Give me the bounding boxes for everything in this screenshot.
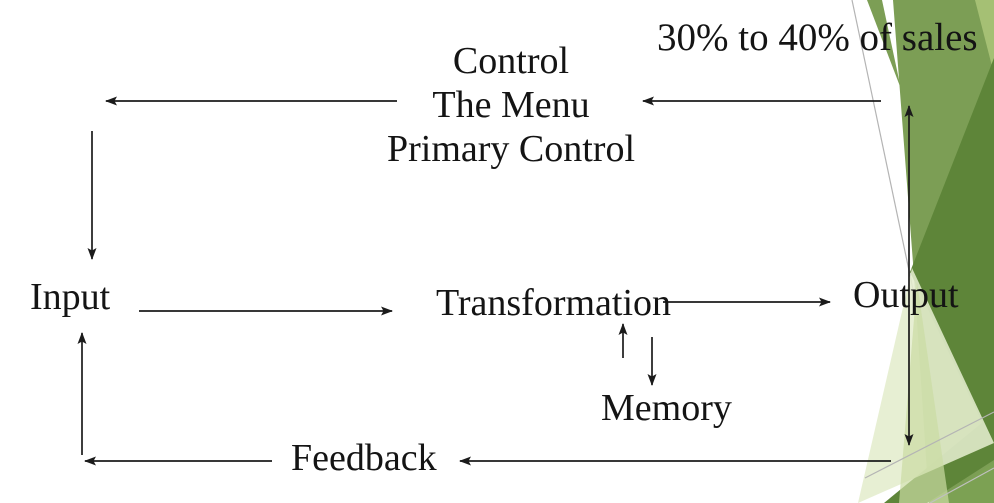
node-input: Input [30, 276, 111, 318]
green-wedge-dark [910, 58, 994, 447]
green-band-mid [899, 282, 949, 503]
green-sliver-top [867, 0, 901, 89]
decor-diagonal-line-3 [929, 467, 994, 503]
node-transformation: Transformation [436, 282, 672, 324]
control-line-2: The Menu [432, 84, 590, 126]
decor-diagonal-line-2 [864, 411, 994, 479]
node-control: Control The Menu Primary Control [387, 39, 635, 171]
control-line-1: Control [452, 40, 570, 82]
green-corner-light [975, 0, 994, 74]
node-memory: Memory [601, 387, 732, 429]
green-corner-bottom [936, 462, 994, 503]
control-line-3: Primary Control [386, 128, 636, 170]
node-output: Output [853, 274, 959, 316]
sales-note: 30% to 40% of sales [657, 16, 978, 59]
node-feedback: Feedback [291, 437, 437, 479]
